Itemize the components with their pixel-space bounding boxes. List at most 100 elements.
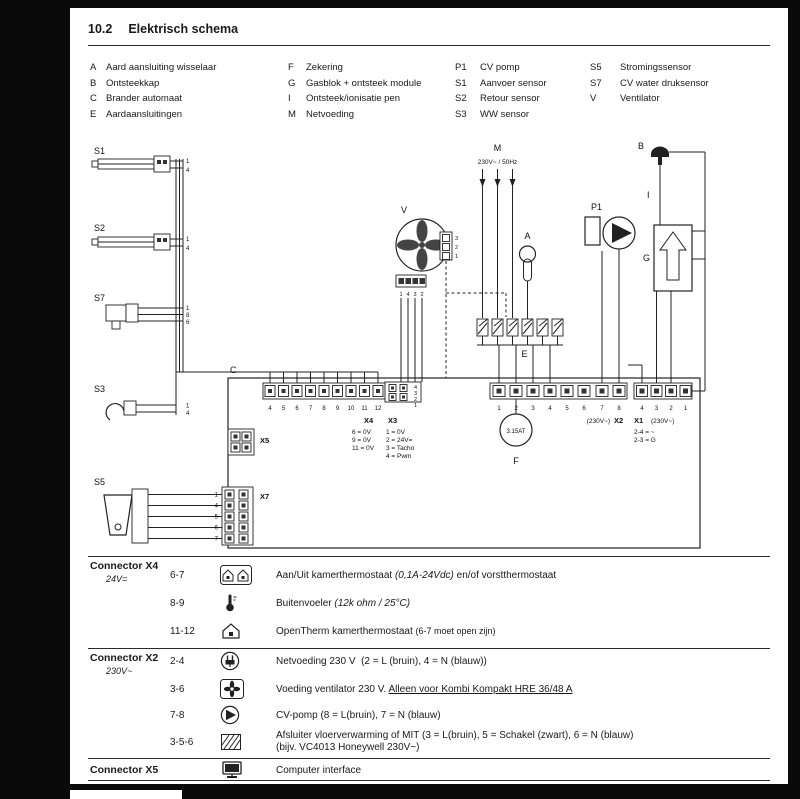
- svg-text:X5: X5: [260, 436, 269, 445]
- connector-row: Computer interface: [170, 760, 774, 780]
- legend-label: Netvoeding: [306, 108, 355, 120]
- section-number: 10.2: [88, 22, 113, 36]
- opentherm-thermostat-icon: [220, 621, 276, 641]
- connector-row: 6-7 Aan/Uit kamerthermostaat (0,1A-24Vdc…: [170, 563, 774, 587]
- legend-key: S3: [455, 108, 467, 120]
- svg-text:F: F: [513, 456, 519, 466]
- svg-text:7: 7: [600, 406, 604, 412]
- pin-numbers: 3-5-6: [170, 736, 194, 748]
- connector-row: 8-9 Buitenvoeler (12k ohm / 25°C): [170, 591, 774, 615]
- svg-text:4: 4: [186, 411, 190, 417]
- svg-text:1: 1: [186, 159, 190, 165]
- component-pump: P1: [584, 202, 636, 383]
- svg-text:E: E: [521, 349, 527, 359]
- title-rule: [88, 45, 770, 46]
- svg-text:1 = 0V: 1 = 0V: [386, 429, 406, 436]
- legend-key: S2: [455, 93, 467, 104]
- legend-label: Brander automaat: [106, 93, 183, 104]
- svg-text:12: 12: [375, 406, 382, 412]
- row-description: Netvoeding 230 V (2 = L (bruin), 4 = N (…: [276, 655, 487, 667]
- pin-numbers: 11-12: [170, 625, 195, 637]
- outdoor-sensor-icon: [220, 593, 276, 613]
- svg-text:4: 4: [215, 504, 219, 510]
- legend-item: C Brander automaat: [90, 91, 216, 107]
- row-description: Buitenvoeler (12k ohm / 25°C): [276, 597, 411, 609]
- svg-text:8: 8: [617, 406, 621, 412]
- svg-text:10: 10: [348, 406, 355, 412]
- svg-text:3: 3: [655, 406, 659, 412]
- svg-text:S1: S1: [94, 146, 105, 156]
- svg-text:(230V~): (230V~): [651, 418, 674, 425]
- page-title: Elektrisch schema: [128, 22, 239, 36]
- svg-text:11 = 0V: 11 = 0V: [352, 445, 375, 452]
- legend-label: CV water druksensor: [620, 77, 709, 89]
- svg-text:6: 6: [582, 406, 586, 412]
- legend-label: Ontsteekkap: [106, 77, 160, 89]
- connector-x3: 4 3 2 1 X3 1 = 0V 2 = 24V= 3 = Tacho 4 =…: [384, 381, 422, 460]
- connector-x2-heading: Connector X2: [90, 652, 159, 664]
- legend-label: CV pomp: [480, 62, 520, 73]
- svg-text:P1: P1: [591, 202, 602, 212]
- svg-text:3: 3: [413, 292, 416, 298]
- legend-label: WW sensor: [480, 108, 530, 120]
- svg-text:6: 6: [215, 526, 219, 532]
- row-description: OpenTherm kamerthermostaat (6-7 moet ope…: [276, 625, 496, 637]
- svg-text:2-4 = ~: 2-4 = ~: [634, 429, 655, 436]
- legend-key: S5: [590, 62, 602, 73]
- svg-text:(230V~): (230V~): [587, 418, 610, 425]
- svg-text:1: 1: [186, 237, 190, 243]
- pin-numbers: 8-9: [170, 597, 185, 609]
- connector-x2-voltage: 230V~: [106, 666, 133, 676]
- svg-text:4: 4: [548, 406, 552, 412]
- legend-label: Ontsteek/ionisatie pen: [306, 93, 401, 104]
- component-s1: S1 1 4: [91, 146, 190, 174]
- svg-text:1: 1: [186, 404, 190, 410]
- component-s5: S5 1 4 5 6 7: [94, 477, 222, 544]
- connector-x5: X5: [227, 428, 269, 456]
- svg-text:C: C: [230, 365, 237, 375]
- connector-x7: X7: [221, 486, 269, 546]
- svg-text:2 = 24V=: 2 = 24V=: [386, 437, 413, 444]
- wiring-diagram: S1 1 4 S2 1 4 S7: [91, 141, 706, 549]
- legend-key: S1: [455, 77, 467, 89]
- computer-icon: [220, 760, 276, 780]
- svg-text:1: 1: [414, 403, 417, 409]
- svg-text:5: 5: [565, 406, 569, 412]
- svg-text:7: 7: [215, 537, 219, 543]
- svg-text:G: G: [643, 253, 650, 263]
- floor-heating-icon: [220, 732, 276, 752]
- row-description: Computer interface: [276, 764, 362, 776]
- svg-text:2: 2: [414, 397, 417, 403]
- table-rule: [88, 648, 770, 649]
- legend-key: C: [90, 93, 97, 104]
- svg-text:6: 6: [186, 320, 190, 326]
- section-header: 10.2 Elektrisch schema: [88, 22, 238, 36]
- svg-text:2-3 = G: 2-3 = G: [634, 437, 656, 444]
- svg-text:4: 4: [268, 406, 272, 412]
- svg-text:X4: X4: [364, 416, 374, 425]
- svg-text:1: 1: [186, 306, 190, 312]
- legend-item: S3 WW sensor: [455, 107, 547, 123]
- svg-text:2: 2: [455, 245, 458, 251]
- connector-x5-heading: Connector X5: [90, 764, 159, 776]
- svg-text:S3: S3: [94, 384, 105, 394]
- svg-text:4: 4: [186, 168, 190, 174]
- svg-text:4: 4: [406, 292, 409, 298]
- svg-text:X2: X2: [614, 416, 623, 425]
- pin-numbers: 2-4: [170, 655, 185, 667]
- component-ventilator: V 1 4 3 2 3: [395, 205, 507, 382]
- component-s7: S7 1 8 6: [94, 293, 190, 330]
- component-gasblock: G: [628, 224, 706, 383]
- svg-text:4 = Pwm: 4 = Pwm: [386, 453, 411, 460]
